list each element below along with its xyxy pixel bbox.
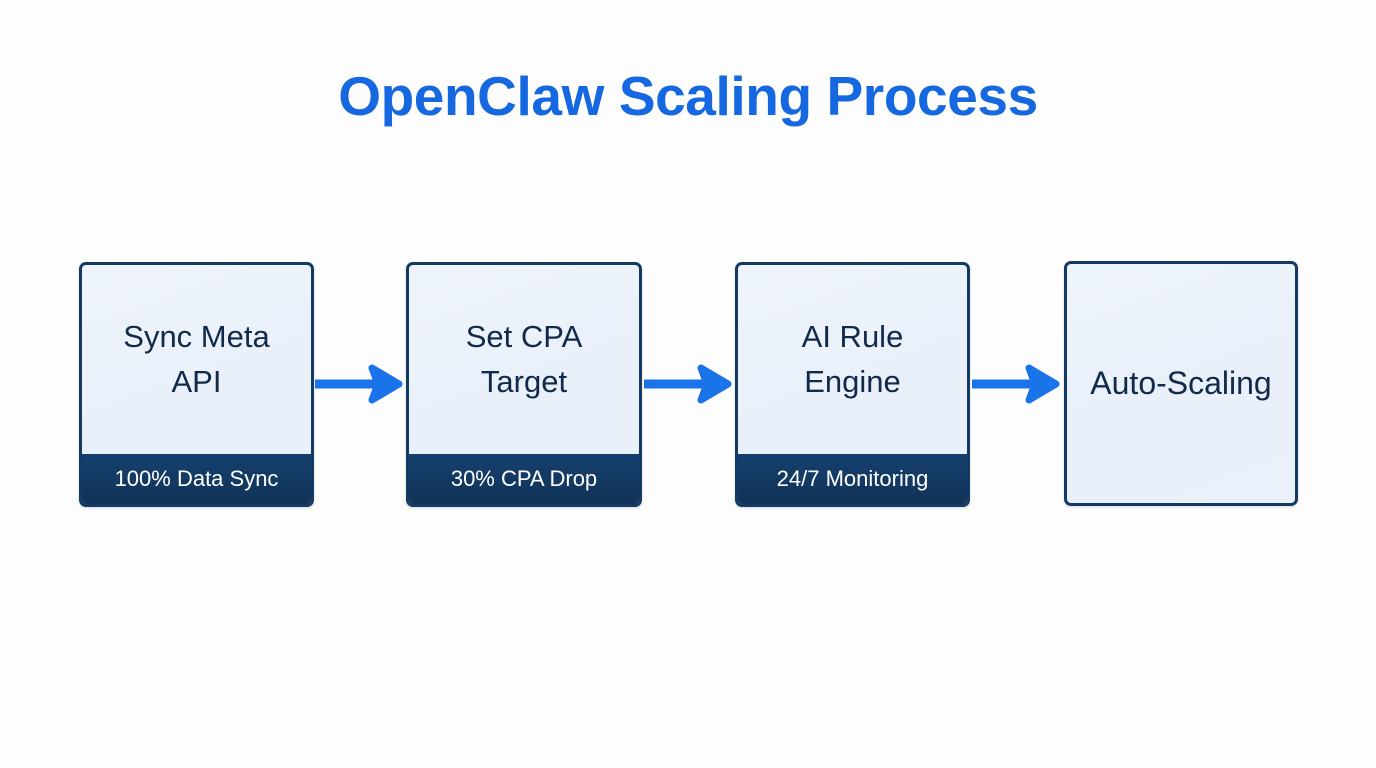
arrow-right-icon-1 — [315, 362, 405, 406]
process-node-ai-rule-engine[interactable]: AI Rule Engine 24/7 Monitoring — [735, 262, 970, 507]
process-node-title: Set CPA Target — [466, 315, 583, 405]
process-node-footer-metric: 24/7 Monitoring — [738, 454, 967, 504]
process-node-title: AI Rule Engine — [802, 315, 904, 405]
process-node-body: Set CPA Target — [409, 265, 639, 454]
page-title: OpenClaw Scaling Process — [338, 65, 1038, 127]
process-node-body: AI Rule Engine — [738, 265, 967, 454]
process-node-set-cpa-target[interactable]: Set CPA Target 30% CPA Drop — [406, 262, 642, 507]
process-node-title-line-1: Sync Meta — [123, 318, 270, 354]
process-node-title-line-1: AI Rule — [801, 318, 904, 354]
process-node-title-line-2: Engine — [804, 363, 901, 399]
process-node-auto-scaling[interactable]: Auto-Scaling — [1064, 261, 1298, 506]
process-node-title-line-2: Target — [480, 363, 568, 399]
process-node-title-line-2: API — [171, 363, 222, 399]
process-node-title: Sync Meta API — [123, 315, 269, 405]
process-node-footer-metric: 100% Data Sync — [82, 454, 311, 504]
process-node-body: Auto-Scaling — [1067, 264, 1295, 503]
process-node-title: Auto-Scaling — [1090, 365, 1272, 402]
process-node-title-line-1: Set CPA — [465, 318, 583, 354]
process-node-body: Sync Meta API — [82, 265, 311, 454]
arrow-right-icon-2 — [644, 362, 734, 406]
process-node-footer-metric: 30% CPA Drop — [409, 454, 639, 504]
arrow-right-icon-3 — [972, 362, 1062, 406]
process-node-sync-meta-api[interactable]: Sync Meta API 100% Data Sync — [79, 262, 314, 507]
